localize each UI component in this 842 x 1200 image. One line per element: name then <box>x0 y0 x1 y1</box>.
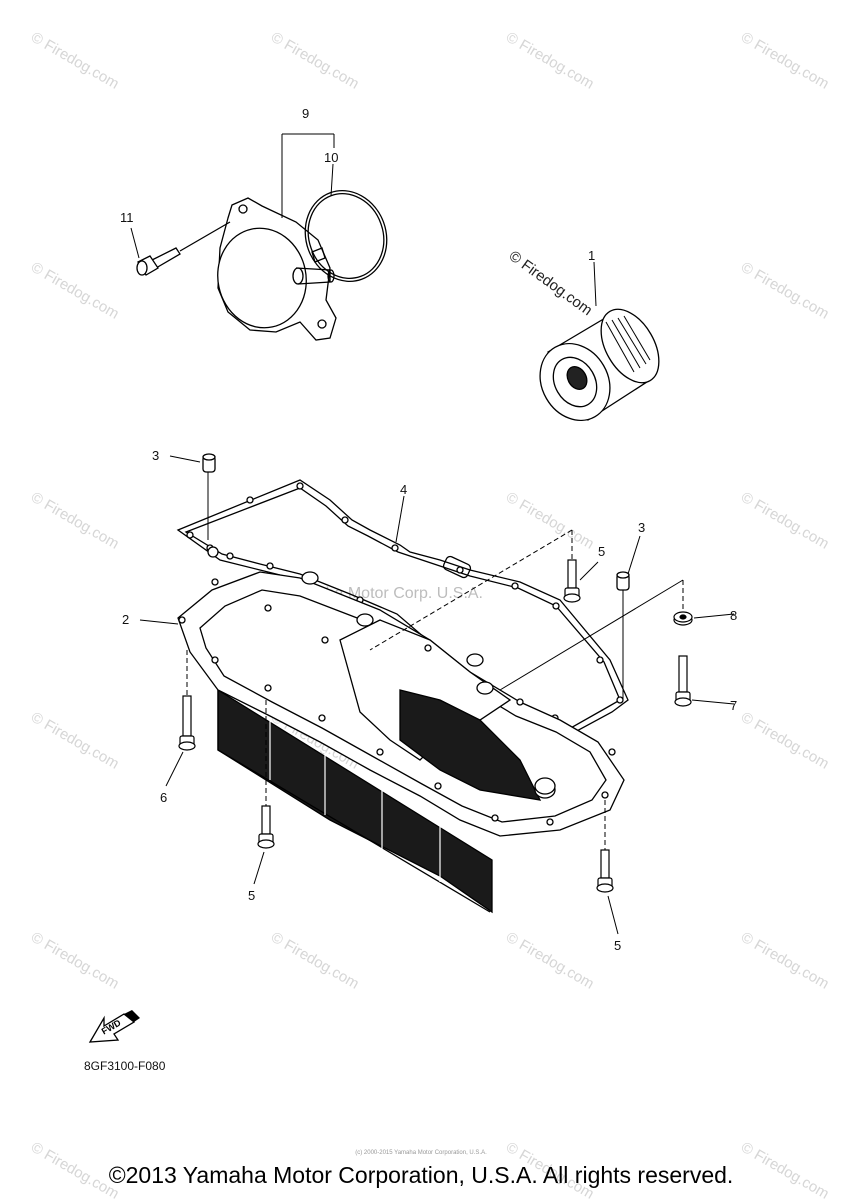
callout-6: 6 <box>160 790 167 805</box>
washer-8 <box>673 611 693 626</box>
fwd-arrow-icon: FWD <box>88 1010 140 1043</box>
callout-5-upper: 5 <box>598 544 605 559</box>
watermark: © Firedog.com <box>738 259 832 323</box>
watermark: © Firedog.com <box>28 259 122 323</box>
watermark: © Firedog.com <box>738 489 832 553</box>
watermark: © Firedog.com <box>28 929 122 993</box>
bolt-5-lower-left <box>257 805 275 849</box>
dowel-pin-left <box>202 453 216 473</box>
callout-5-lower-left: 5 <box>248 888 255 903</box>
bolt-11 <box>136 221 231 276</box>
callout-10: 10 <box>324 150 338 165</box>
leader-lines <box>130 133 735 935</box>
bolt-5-lower-right <box>596 849 614 893</box>
callout-4: 4 <box>400 482 407 497</box>
callout-2: 2 <box>122 612 129 627</box>
assembly-lines <box>186 472 684 850</box>
watermark: © Firedog.com <box>268 929 362 993</box>
part-code: 8GF3100-F080 <box>84 1059 166 1073</box>
copyright-notice: ©2013 Yamaha Motor Corporation, U.S.A. A… <box>108 1162 734 1188</box>
watermark: © Firedog.com <box>28 709 122 773</box>
watermark: © Firedog.com <box>28 29 122 93</box>
bolt-5-upper <box>563 559 581 603</box>
watermark: © Firedog.com <box>738 709 832 773</box>
callout-1: 1 <box>588 248 595 263</box>
watermark: © Firedog.com <box>28 489 122 553</box>
callout-9: 9 <box>302 106 309 121</box>
watermark: © Firedog.com <box>503 29 597 93</box>
callout-5-lower-right: 5 <box>614 938 621 953</box>
oil-pan <box>177 571 625 914</box>
fine-print: (c) 2000-2015 Yamaha Motor Corporation, … <box>355 1150 487 1156</box>
watermark: © Firedog.com <box>738 29 832 93</box>
callout-8: 8 <box>730 608 737 623</box>
callout-7: 7 <box>730 698 737 713</box>
callouts: 1 2 3 3 4 5 5 5 6 7 8 9 10 11 <box>120 106 737 953</box>
watermark: © Firedog.com <box>738 929 832 993</box>
watermark-firedog-dark: © Firedog.com <box>506 247 596 319</box>
watermark: © Firedog.com <box>268 29 362 93</box>
bolt-7 <box>674 655 692 707</box>
callout-3-right: 3 <box>638 520 645 535</box>
oil-cooler <box>217 197 337 341</box>
bolt-6 <box>178 695 196 751</box>
oil-filter <box>539 308 660 422</box>
callout-11: 11 <box>120 210 134 225</box>
watermark: © Firedog.com <box>503 929 597 993</box>
callout-3-left: 3 <box>152 448 159 463</box>
dowel-pin-right <box>616 571 630 591</box>
watermark-grid: © Firedog.com © Firedog.com © Firedog.co… <box>28 29 832 1200</box>
